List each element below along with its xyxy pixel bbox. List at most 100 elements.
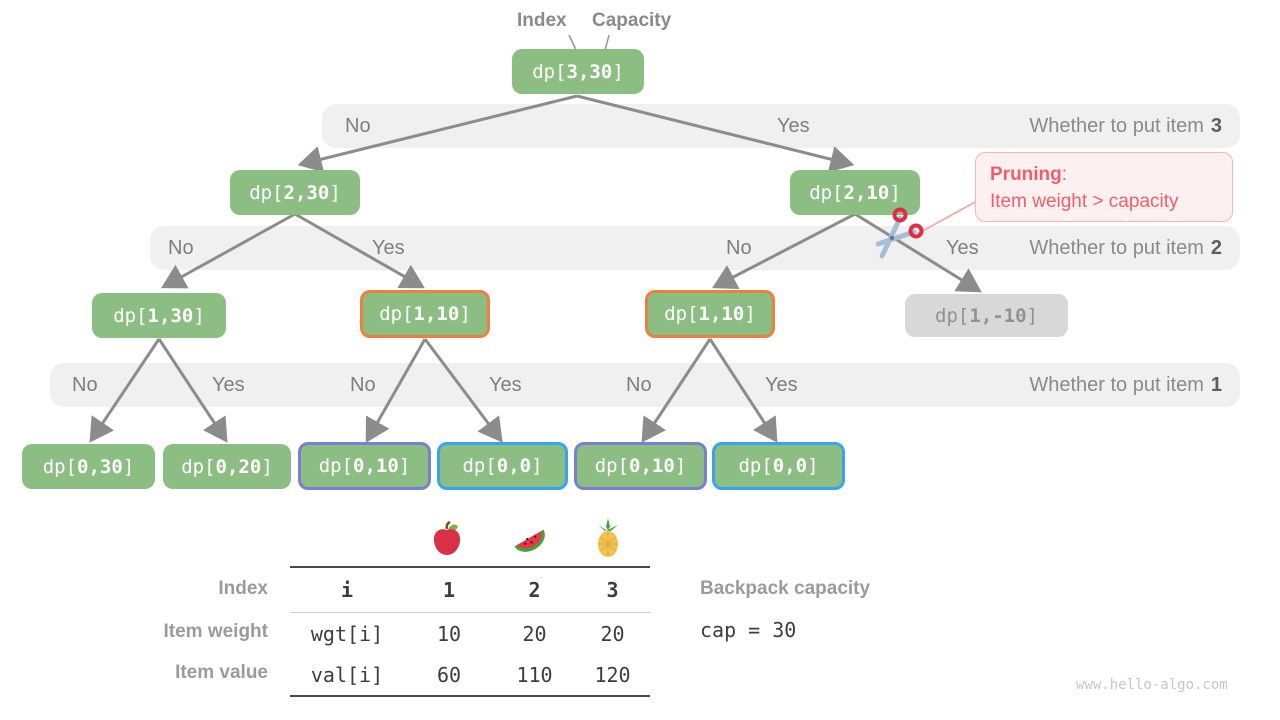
node-text: ] [261, 455, 273, 478]
edge-dp210-no [712, 212, 856, 290]
table-row-weight: wgt[i] 10 20 20 [290, 613, 650, 654]
decision-yes-label: Yes [212, 374, 245, 396]
table-cell: 3 [606, 578, 619, 602]
decision-yes-label: Yes [489, 374, 522, 396]
node-text: dp[ [42, 455, 78, 478]
edge-dp210-yes-pruned [854, 212, 982, 293]
edge-dp110a-yes [423, 338, 503, 443]
node-text: dp[ [664, 303, 699, 325]
node-text: dp[ [532, 60, 567, 83]
pruning-title-line: Pruning: [990, 161, 1218, 188]
pruning-callout: Pruning: Item weight > capacity [975, 152, 1233, 222]
table-cell: 110 [516, 662, 553, 687]
node-values: 1,10 [698, 303, 745, 325]
node-text: ] [459, 303, 471, 325]
dp-node-0-10-a: dp[0,10] [298, 442, 431, 490]
pruning-connector-line [916, 200, 978, 235]
table-cell: 120 [594, 662, 631, 687]
band-question-text: Whether to put item [1029, 237, 1204, 259]
decision-yes-label: Yes [777, 115, 810, 137]
node-text: dp[ [594, 455, 630, 477]
node-text: ] [193, 304, 205, 327]
dp-node-0-0-a: dp[0,0] [437, 442, 568, 490]
node-values: 0,30 [77, 455, 123, 478]
node-text: dp[ [249, 181, 284, 204]
node-values: 0,10 [629, 455, 675, 477]
node-values: 1,30 [147, 304, 194, 327]
table-cell: 10 [436, 621, 462, 646]
table-row-label-weight: Item weight [163, 621, 268, 642]
dp-node-1-neg10-pruned: dp[1,-10] [905, 294, 1068, 337]
node-text: dp[ [738, 455, 773, 477]
edge-dp130-no [89, 338, 161, 443]
dp-node-0-0-b: dp[0,0] [712, 442, 845, 490]
decision-no-label: No [168, 237, 194, 259]
node-text: ] [1026, 304, 1038, 327]
dp-node-2-30: dp[2,30] [230, 170, 360, 215]
node-text: ] [612, 60, 624, 83]
pruning-title: Pruning [990, 164, 1062, 185]
edge-dp330-no [297, 94, 578, 173]
watermark: www.hello-algo.com [1076, 677, 1228, 693]
node-text: dp[ [935, 304, 970, 327]
node-values: 2,10 [843, 181, 890, 204]
edge-dp130-yes [157, 338, 228, 443]
table-row-label-index: Index [218, 578, 268, 599]
node-text: ] [122, 455, 135, 478]
backpack-capacity-label: Backpack capacity [700, 578, 871, 599]
dp-node-1-10-a: dp[1,10] [360, 290, 490, 338]
node-values: 1,10 [413, 303, 460, 325]
band-item-number: 1 [1210, 374, 1222, 396]
node-values: 0,0 [772, 455, 808, 477]
node-values: 0,0 [496, 455, 532, 477]
node-text: dp[ [462, 455, 497, 477]
node-text: dp[ [181, 455, 216, 478]
decision-no-label: No [626, 374, 652, 396]
node-text: ] [889, 181, 901, 204]
decision-yes-label: Yes [372, 237, 405, 259]
node-text: ] [807, 455, 819, 477]
node-text: ] [744, 303, 756, 325]
edge-dp110a-no [365, 338, 427, 443]
band-question: Whether to put item 2 [1029, 226, 1222, 270]
dp-node-1-30: dp[1,30] [92, 293, 226, 338]
decision-band-item-1: No Yes No Yes No Yes Whether to put item… [50, 363, 1240, 407]
table-cell: 1 [442, 578, 456, 602]
decision-yes-label: Yes [765, 374, 798, 396]
node-values: 1,-10 [969, 304, 1027, 327]
edge-dp230-yes [294, 212, 425, 289]
apple-icon [433, 521, 461, 555]
table-cell: val[i] [310, 662, 384, 687]
capacity-pointer-label: Capacity [592, 10, 672, 31]
table-cell: 60 [436, 662, 462, 687]
band-item-number: 3 [1210, 115, 1222, 137]
edge-dp330-yes [576, 94, 855, 173]
pruning-body: Item weight > capacity [990, 191, 1179, 212]
node-values: 0,10 [353, 455, 399, 477]
decision-no-label: No [72, 374, 98, 396]
dp-node-0-30: dp[0,30] [22, 444, 155, 489]
scissors-icon [876, 207, 924, 259]
node-text: ] [398, 455, 411, 477]
node-text: ] [329, 181, 341, 204]
dp-node-2-10: dp[2,10] [790, 170, 920, 215]
band-item-number: 2 [1210, 237, 1222, 259]
edge-dp110b-no [641, 338, 712, 443]
table-cell: 20 [522, 621, 547, 646]
table-cell: 20 [600, 621, 625, 646]
decision-no-label: No [726, 237, 752, 259]
table-cell: wgt[i] [310, 621, 384, 646]
node-values: 3,30 [566, 60, 613, 83]
decision-yes-label: Yes [946, 237, 979, 259]
dp-node-1-10-b: dp[1,10] [645, 290, 775, 338]
edge-dp230-no [161, 212, 296, 289]
node-text: dp[ [809, 181, 844, 204]
table-row-label-value: Item value [175, 662, 268, 683]
pineapple-icon [598, 518, 618, 557]
node-values: 0,20 [215, 455, 262, 478]
dp-node-0-20: dp[0,20] [163, 444, 291, 489]
